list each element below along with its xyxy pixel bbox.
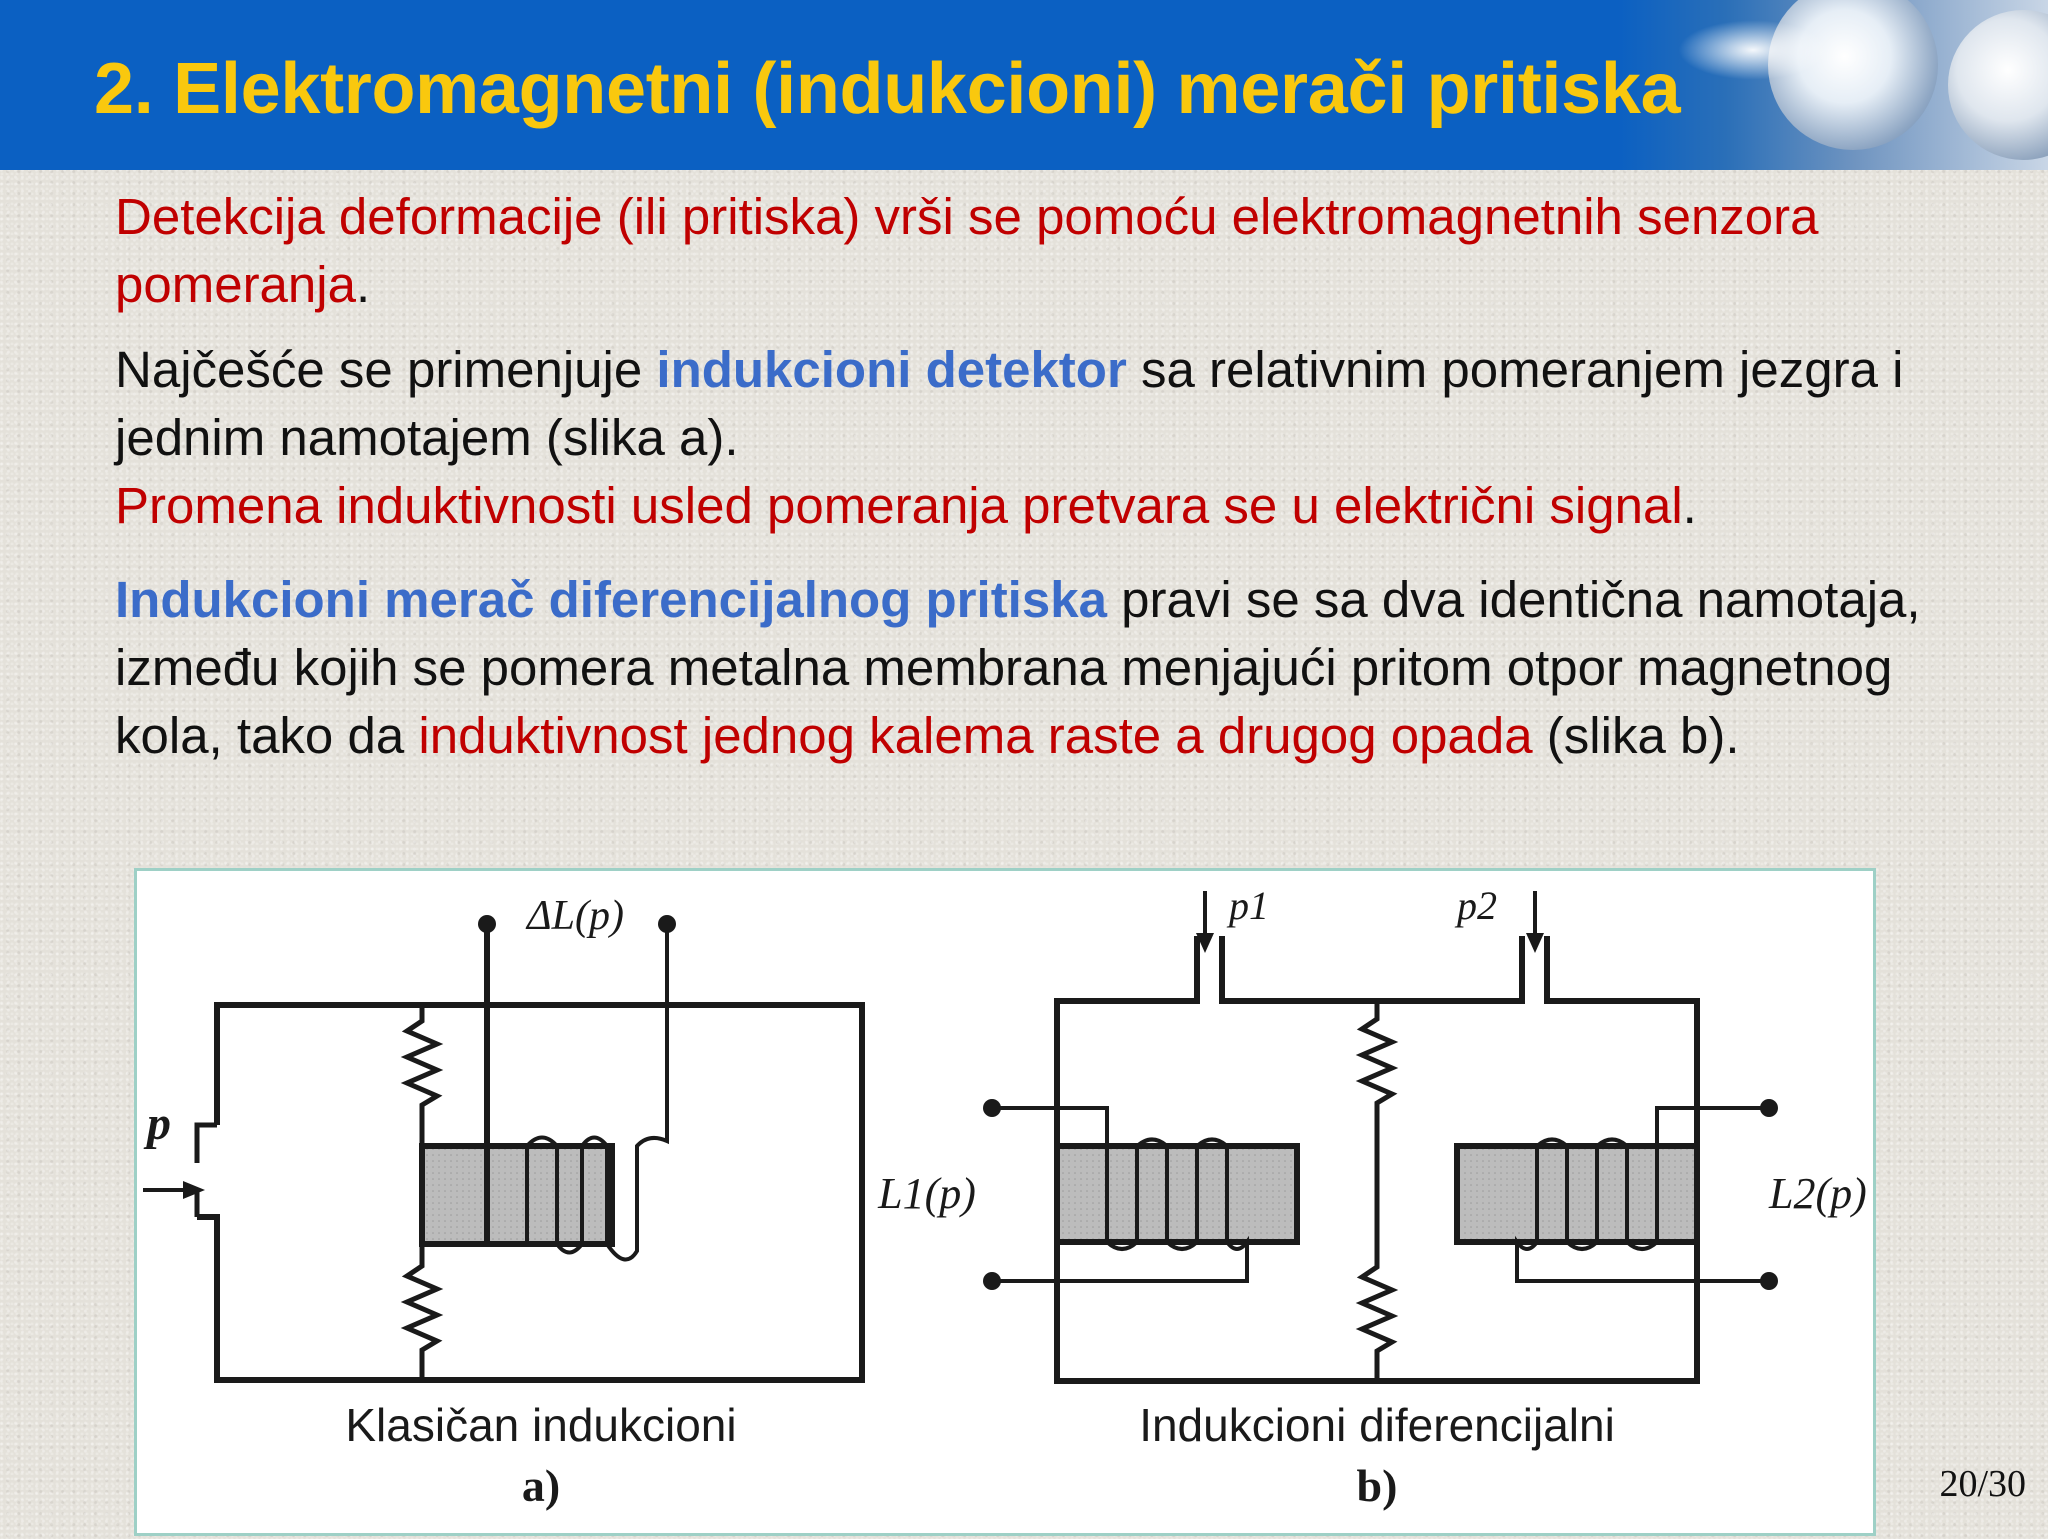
paragraph-inductive-detector: Najčešće se primenjuje indukcioni detekt… — [115, 336, 1995, 540]
page-number: 20/30 — [1939, 1463, 2026, 1505]
input-label-p: p — [143, 1097, 171, 1150]
l1-label: L1(p) — [877, 1169, 976, 1218]
right-core — [1454, 1143, 1700, 1245]
blue-highlight: Indukcioni merač diferencijalnog pritisk… — [115, 571, 1107, 628]
diagram-a-classic-inductive — [143, 915, 865, 1383]
paragraph-tail: . — [1682, 477, 1697, 534]
paragraph-text: sa relativnim pomeranjem jezgra i jednim… — [115, 341, 1904, 466]
coil-winding — [525, 924, 669, 1262]
right-port-right-wall — [1337, 936, 1700, 1384]
paragraph-text: (slika b). — [1532, 707, 1740, 764]
left-coil-winding — [992, 1106, 1249, 1283]
l2-terminal — [1760, 1099, 1778, 1117]
diagram-b-differential-inductive — [983, 891, 1778, 1384]
membrane-upper-spring — [1355, 1001, 1399, 1251]
left-port-right-wall — [1219, 936, 1337, 1004]
left-core — [1054, 1143, 1300, 1245]
knob-decoration — [1948, 10, 2048, 160]
l1-terminal — [983, 1099, 1001, 1117]
title-bar: 2. Elektromagnetni (indukcioni) merači p… — [0, 0, 2048, 170]
lower-spring — [400, 1244, 444, 1380]
l2-label: L2(p) — [1768, 1169, 1867, 1218]
output-terminal — [478, 915, 496, 933]
blue-highlight: indukcioni detektor — [656, 341, 1127, 398]
diagram-a-labels: ΔL(p) p Klasičan indukcioni a) — [143, 893, 737, 1511]
pressure-inlet-upper-wall — [194, 1122, 217, 1163]
p1-arrow-head — [1196, 933, 1214, 953]
red-highlight: Detekcija deformacije (ili pritiska) vrš… — [115, 188, 1819, 313]
caption-a: Klasičan indukcioni — [345, 1399, 736, 1451]
letter-b: b) — [1357, 1460, 1398, 1511]
p2-label: p2 — [1454, 883, 1497, 928]
paragraph-text: pravi se sa dva identična namotaja, izme… — [115, 571, 1921, 764]
slide-title: 2. Elektromagnetni (indukcioni) merači p… — [94, 49, 1681, 129]
diagram-b-labels: p1 p2 L1(p) L2(p) Indukcioni diferencija… — [877, 883, 1867, 1511]
sensor-diagram-figure: ΔL(p) p Klasičan indukcioni a) — [134, 868, 1876, 1536]
sensor-diagram: ΔL(p) p Klasičan indukcioni a) — [143, 883, 1867, 1511]
upper-spring — [400, 1005, 444, 1146]
paragraph-differential: Indukcioni merač diferencijalnog pritisk… — [115, 566, 1995, 770]
membrane-lower-spring — [1355, 1251, 1399, 1381]
slide-body: Detekcija deformacije (ili pritiska) vrš… — [115, 183, 1995, 770]
output-label-delta-l: ΔL(p) — [525, 893, 624, 939]
p1-label: p1 — [1226, 883, 1269, 928]
paragraph-lead: Najčešće se primenjuje — [115, 341, 657, 398]
right-chamber-outline — [1337, 936, 1525, 1004]
pressure-chamber-outline — [197, 1002, 865, 1383]
left-chamber-outline — [1054, 936, 1337, 1384]
light-flare-decoration — [1678, 20, 1828, 80]
header-decoration-image — [1618, 0, 2048, 170]
letter-a: a) — [522, 1460, 560, 1511]
p2-arrow-head — [1526, 933, 1544, 953]
right-coil-winding — [1515, 1106, 1769, 1283]
caption-b: Indukcioni diferencijalni — [1139, 1399, 1615, 1451]
paragraph-detection: Detekcija deformacije (ili pritiska) vrš… — [115, 183, 1995, 319]
l2-terminal — [1760, 1272, 1778, 1290]
l1-terminal — [983, 1272, 1001, 1290]
paragraph-tail: . — [355, 256, 371, 313]
red-highlight: induktivnost jednog kalema raste a drugo… — [418, 707, 1533, 764]
red-highlight: Promena induktivnosti usled pomeranja pr… — [115, 477, 1683, 534]
pressure-arrow-head — [183, 1181, 205, 1199]
